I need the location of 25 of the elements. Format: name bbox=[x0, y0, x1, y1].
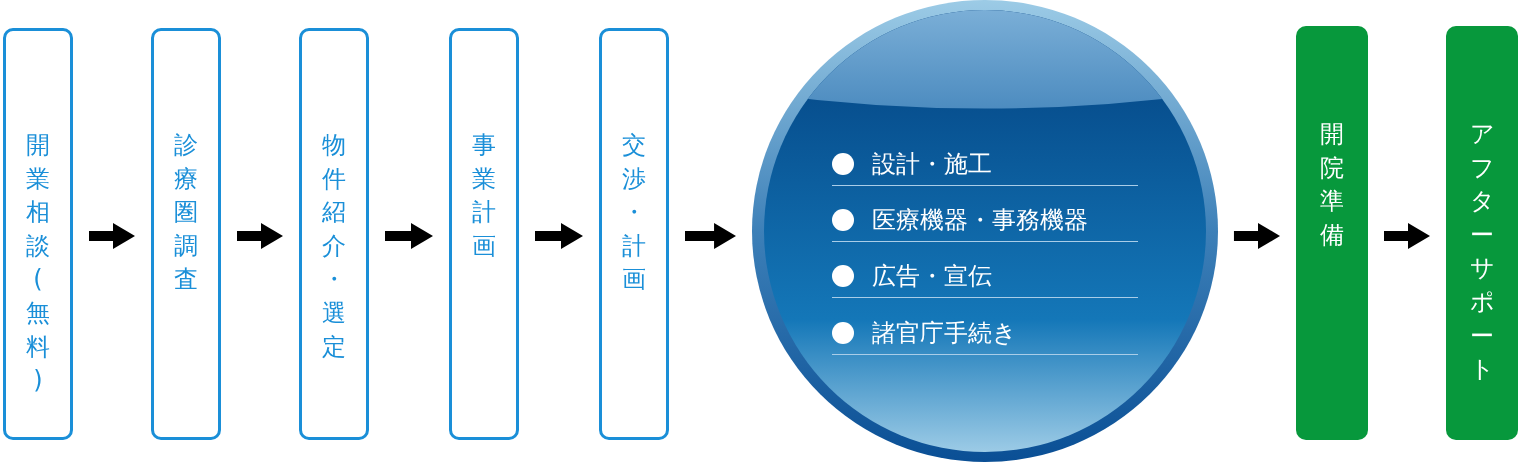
step-box bbox=[3, 28, 73, 440]
step-box bbox=[599, 28, 669, 440]
step-label: 開業相談(無料) bbox=[26, 130, 50, 397]
step-bar bbox=[1296, 26, 1368, 440]
service-label: 設計・施工 bbox=[872, 150, 992, 179]
arrow bbox=[1233, 223, 1280, 249]
arrow bbox=[89, 223, 135, 249]
step-box bbox=[151, 28, 221, 440]
step-label: 物件紹介・選定 bbox=[322, 130, 346, 363]
service-label: 諸官庁手続き bbox=[872, 319, 1017, 348]
step-box bbox=[299, 28, 369, 440]
arrow bbox=[385, 223, 433, 249]
arrow bbox=[685, 223, 737, 249]
step-label: 診療圏調査 bbox=[174, 130, 198, 296]
step-label: 事業計画 bbox=[472, 130, 496, 262]
step-box bbox=[449, 28, 519, 440]
step-label: 開院準備 bbox=[1320, 119, 1344, 251]
arrow bbox=[237, 223, 283, 249]
service-label: 広告・宣伝 bbox=[872, 262, 992, 291]
step-bar bbox=[1446, 26, 1518, 440]
step-label: アフターサポート bbox=[1470, 119, 1494, 386]
arrow bbox=[1384, 223, 1430, 249]
service-label: 医療機器・事務機器 bbox=[872, 206, 1088, 235]
arrow bbox=[535, 223, 583, 249]
step-label: 交渉・計画 bbox=[622, 130, 646, 296]
